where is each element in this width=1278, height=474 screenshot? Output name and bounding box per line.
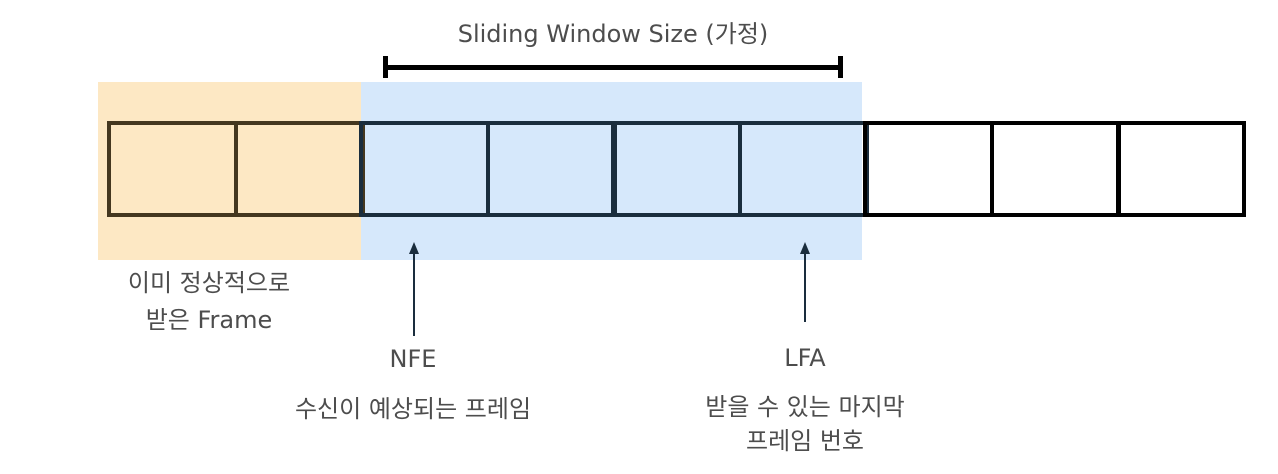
frame-pending [990,121,1121,217]
frame-window [359,121,490,217]
frame-pending [1116,121,1246,217]
frame-window [611,121,742,217]
frame-received [234,121,365,217]
window-bracket [383,65,843,70]
nfe-label: NFE [389,345,437,373]
lfa-arrow [800,242,810,322]
lfa-label: LFA [784,344,826,372]
lfa-description-line1: 받을 수 있는 마지막 [705,393,905,421]
frame-received [107,121,238,217]
received-region [98,82,361,260]
received-label-line2: 받은 Frame [145,306,273,334]
received-label-line1: 이미 정상적으로 [127,269,291,297]
frame-pending [863,121,994,217]
frame-window [486,121,617,217]
window-size-label: Sliding Window Size (가정) [457,20,769,48]
frame-window [738,121,869,217]
window-bracket-right [838,56,843,78]
nfe-arrow [409,242,419,336]
nfe-description: 수신이 예상되는 프레임 [294,395,532,423]
lfa-description-line2: 프레임 번호 [745,427,865,455]
